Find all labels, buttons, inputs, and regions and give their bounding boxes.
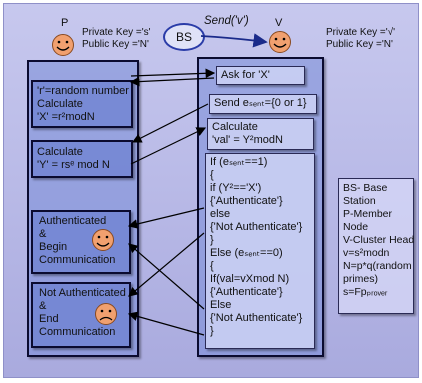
node-p-private-key: Private Key ='s' bbox=[82, 27, 151, 38]
legend-line-8: primes) bbox=[343, 273, 379, 285]
prover-step-random-number: 'r'=random number Calculate 'X' =r²modN bbox=[31, 80, 133, 128]
prover-step-1-line-2: Calculate bbox=[37, 98, 83, 110]
send-v-label: Send('v') bbox=[204, 15, 249, 27]
verifier-send-text: Send eₛₑₙₜ={0 or 1} bbox=[214, 97, 307, 109]
prover-step-3-line-1: Authenticated bbox=[39, 215, 107, 227]
prover-step-4-line-3: End bbox=[39, 313, 59, 325]
cond-line-14: } bbox=[210, 325, 214, 337]
cond-line-3: if (Y²=='X') bbox=[210, 182, 262, 194]
cond-line-5: else bbox=[210, 208, 231, 220]
legend-line-2: Station bbox=[343, 195, 376, 207]
prover-step-2-line-1: Calculate bbox=[37, 146, 83, 158]
verifier-ask-text: Ask for 'X' bbox=[221, 69, 270, 81]
legend-line-1: BS- Base bbox=[343, 182, 388, 194]
prover-step-4-line-4: Communication bbox=[39, 326, 116, 338]
node-p-label: P bbox=[61, 17, 69, 29]
cond-line-8: Else (eₛₑₙₜ==0) bbox=[210, 247, 283, 259]
prover-step-3-line-4: Communication bbox=[39, 254, 116, 266]
prover-step-not-authenticated: Not Authenticated & End Communication bbox=[31, 282, 131, 348]
cond-line-10: If(val=vXmod N) bbox=[210, 273, 290, 285]
cond-line-6: {'Not Authenticate'} bbox=[210, 221, 303, 233]
prover-step-authenticated: Authenticated & Begin Communication bbox=[31, 210, 131, 274]
cond-line-4: {'Authenticate'} bbox=[210, 195, 283, 207]
legend-line-3: P-Member bbox=[343, 208, 393, 220]
prover-step-1-line-1: 'r'=random number bbox=[37, 85, 129, 97]
node-v-public-key: Public Key ='N' bbox=[326, 39, 393, 50]
prover-step-calculate-y: Calculate 'Y' = rsᵉ mod N bbox=[31, 140, 133, 178]
cond-line-11: {'Authenticate'} bbox=[210, 286, 283, 298]
legend-box: BS- Base Station P-Member Node V-Cluster… bbox=[338, 178, 414, 314]
cond-line-1: If (eₛₑₙₜ==1) bbox=[210, 156, 268, 168]
verifier-send-e: Send eₛₑₙₜ={0 or 1} bbox=[209, 94, 317, 114]
prover-step-4-line-2: & bbox=[39, 300, 47, 312]
prover-step-2-line-2: 'Y' = rsᵉ mod N bbox=[37, 159, 110, 171]
prover-step-4-line-1: Not Authenticated bbox=[39, 287, 126, 299]
base-station-node: BS bbox=[163, 23, 205, 51]
node-p-public-key: Public Key ='N' bbox=[82, 39, 149, 50]
cond-line-9: { bbox=[210, 260, 214, 272]
legend-line-9: s=Fpₚᵣₒᵥₑᵣ bbox=[343, 286, 388, 298]
cond-line-13: {'Not Authenticate'} bbox=[210, 312, 303, 324]
cond-line-7: } bbox=[210, 234, 214, 246]
legend-line-6: v=s²modn bbox=[343, 247, 390, 259]
verifier-calc-line-1: Calculate bbox=[212, 121, 258, 133]
cond-line-2: { bbox=[210, 169, 214, 181]
base-station-label: BS bbox=[175, 30, 192, 44]
verifier-condition-block: If (eₛₑₙₜ==1) { if (Y²=='X') {'Authentic… bbox=[205, 153, 315, 349]
prover-step-3-line-3: Begin bbox=[39, 241, 68, 253]
legend-line-5: V-Cluster Head bbox=[343, 234, 415, 246]
prover-step-3-line-2: & bbox=[39, 228, 47, 240]
legend-line-4: Node bbox=[343, 221, 369, 233]
verifier-ask-for-x: Ask for 'X' bbox=[216, 66, 305, 85]
node-v-private-key: Private Key ='√' bbox=[326, 27, 396, 38]
cond-line-12: Else bbox=[210, 299, 232, 311]
prover-step-1-line-3: 'X' =r²modN bbox=[37, 111, 95, 123]
legend-line-7: N=p*q(random bbox=[343, 260, 412, 272]
node-v-label: V bbox=[275, 17, 283, 29]
verifier-calculate-val: Calculate 'val' = Y²modN bbox=[207, 118, 314, 150]
verifier-calc-line-2: 'val' = Y²modN bbox=[212, 134, 283, 146]
